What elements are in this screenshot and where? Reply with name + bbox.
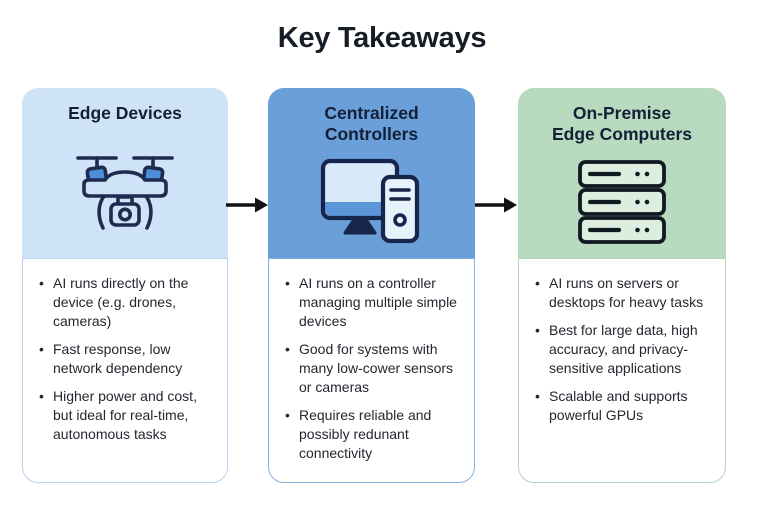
desktop-computer-icon-svg (320, 158, 419, 243)
bullet-item: Good for systems with many low-cower sen… (283, 340, 462, 397)
server-stack-icon-svg (578, 159, 666, 244)
bullet-list: AI runs on a controller managing multipl… (283, 274, 462, 463)
bullet-item: Higher power and cost, but ideal for rea… (37, 387, 215, 444)
arrow-right-icon (474, 192, 518, 218)
desktop-computer-icon (319, 146, 425, 258)
bullet-item: Scalable and supports powerful GPUs (533, 387, 713, 425)
drone-icon-svg (76, 155, 174, 230)
arrow-right-icon-svg (475, 197, 517, 213)
card-title: Centralized Controllers (324, 103, 419, 145)
card-header: Centralized Controllers (268, 88, 475, 258)
card-centralized-controllers: Centralized Controllers AI runs on a con… (268, 88, 475, 484)
card-header: On-Premise Edge Computers (518, 88, 726, 258)
page-title: Key Takeaways (277, 22, 487, 54)
card-header: Edge Devices (22, 88, 228, 258)
card-title: On-Premise Edge Computers (551, 103, 693, 145)
card-onpremise-edge-computers: On-Premise Edge Computers AI runs on ser… (518, 88, 726, 483)
bullet-item: Best for large data, high accuracy, and … (533, 321, 713, 378)
card-edge-devices: Edge Devices AI runs directly on the dev… (22, 88, 228, 483)
arrow-right-icon (225, 192, 269, 218)
card-body: AI runs directly on the device (e.g. dro… (22, 258, 228, 483)
card-body: AI runs on servers or desktops for heavy… (518, 258, 726, 483)
bullet-item: AI runs on servers or desktops for heavy… (533, 274, 713, 312)
bullet-item: Requires reliable and possibly redunant … (283, 406, 462, 463)
arrow-right-icon-svg (226, 197, 268, 213)
drone-icon (69, 124, 181, 258)
bullet-item: AI runs on a controller managing multipl… (283, 274, 462, 331)
bullet-item: AI runs directly on the device (e.g. dro… (37, 274, 215, 331)
card-title: Edge Devices (68, 103, 182, 123)
bullet-list: AI runs on servers or desktops for heavy… (533, 274, 713, 425)
card-body: AI runs on a controller managing multipl… (268, 258, 475, 484)
bullet-list: AI runs directly on the device (e.g. dro… (37, 274, 215, 444)
server-stack-icon (577, 146, 667, 258)
bullet-item: Fast response, low network dependency (37, 340, 215, 378)
